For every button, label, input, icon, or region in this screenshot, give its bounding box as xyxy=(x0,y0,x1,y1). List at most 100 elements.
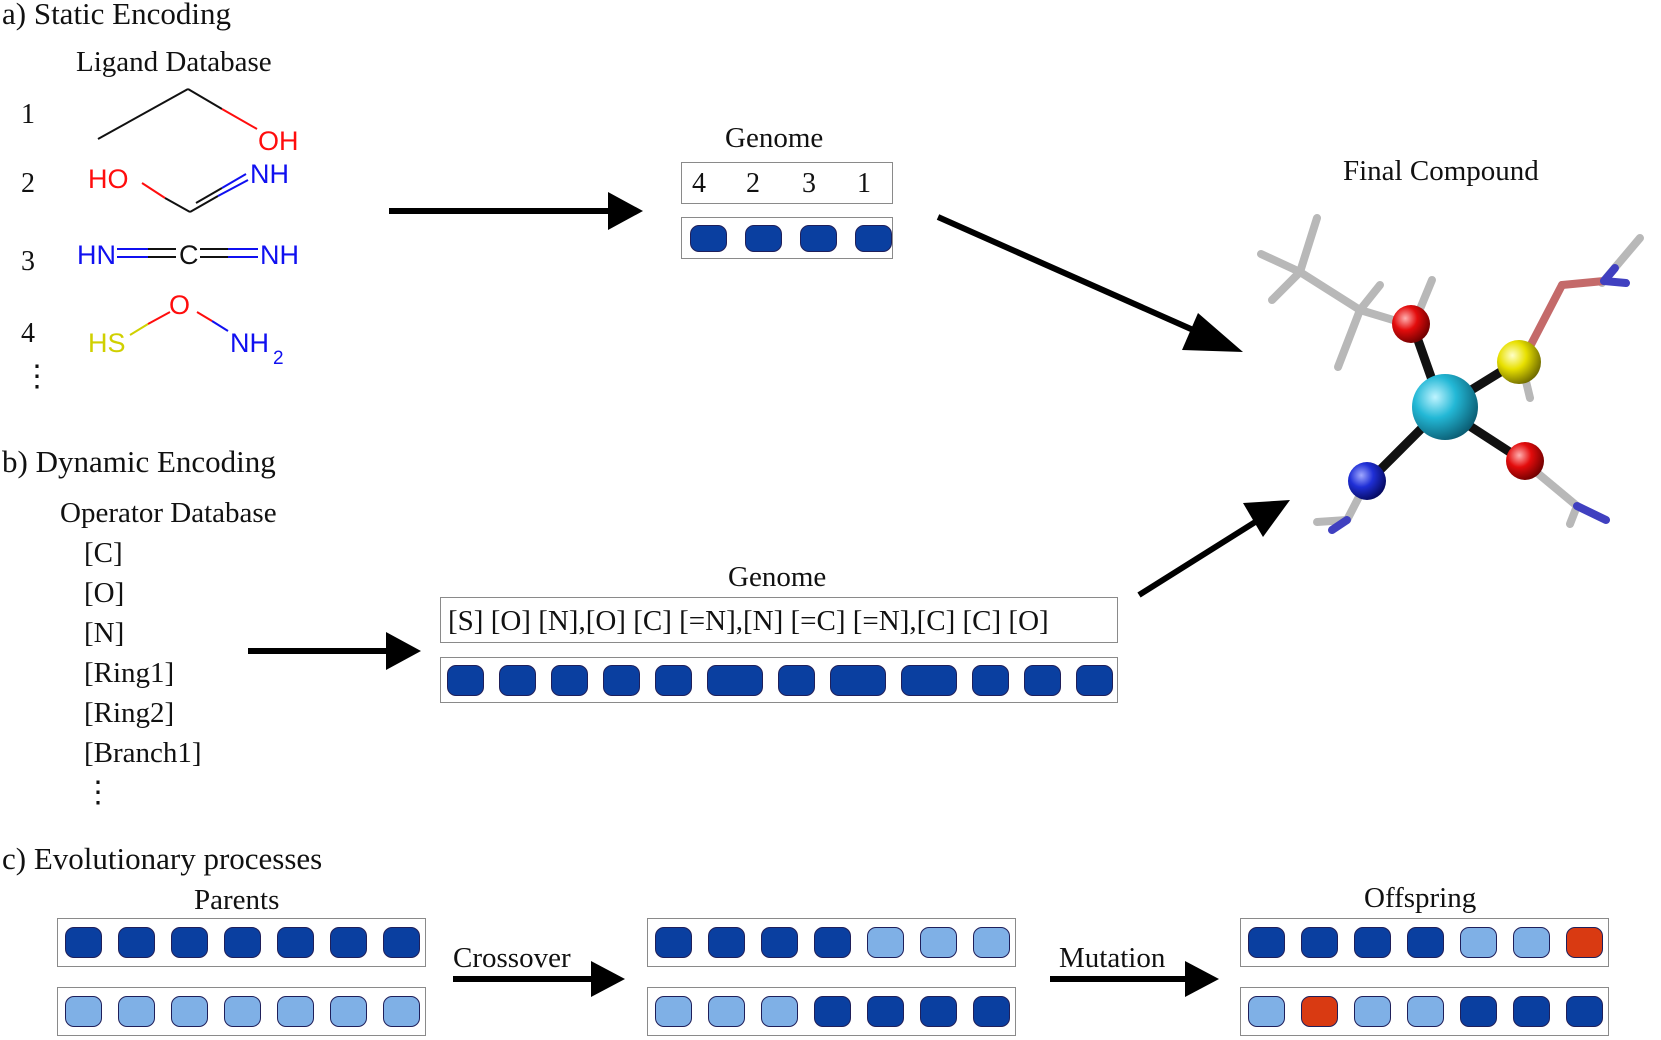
gene-cell xyxy=(277,927,314,958)
ligand-2-nh-label: NH xyxy=(250,159,289,189)
operator-database-title: Operator Database xyxy=(60,497,277,529)
offspring-2-genome xyxy=(1240,987,1609,1036)
gene-cell xyxy=(1460,996,1497,1027)
gene-cell xyxy=(778,665,815,696)
parents-title: Parents xyxy=(194,884,280,916)
mutated-gene-cell xyxy=(1566,927,1603,958)
final-compound-title: Final Compound xyxy=(1343,155,1539,187)
gene-cell xyxy=(745,225,782,252)
gene-cell xyxy=(224,927,261,958)
gene-cell xyxy=(65,996,102,1027)
ligand-4-hs-label: HS xyxy=(88,328,126,358)
genome-a-value: 1 xyxy=(857,168,871,199)
gene-cell xyxy=(708,996,745,1027)
gene-cell xyxy=(814,996,851,1027)
gene-cell xyxy=(761,996,798,1027)
gene-cell xyxy=(973,996,1010,1027)
gene-cell xyxy=(1301,927,1338,958)
gene-cell xyxy=(707,665,763,696)
gene-cell xyxy=(118,927,155,958)
crossover-child-2-genome xyxy=(647,987,1016,1036)
genome-a-value-box: 4 2 3 1 xyxy=(681,162,893,204)
gene-cell xyxy=(655,996,692,1027)
gene-cell xyxy=(1407,996,1444,1027)
ligand-index-2: 2 xyxy=(21,168,35,199)
genome-b-cell-row xyxy=(440,657,1118,703)
genome-a-value: 3 xyxy=(802,168,816,199)
gene-cell xyxy=(867,927,904,958)
mutated-gene-cell xyxy=(1301,996,1338,1027)
genome-a-cell-row xyxy=(681,217,893,259)
gene-cell xyxy=(1248,927,1285,958)
gene-cell xyxy=(690,225,727,252)
ligand-2-ho-label: HO xyxy=(88,164,129,194)
ligand-4-subscript: 2 xyxy=(273,348,284,369)
gene-cell xyxy=(171,996,208,1027)
gene-cell xyxy=(330,996,367,1027)
operator-item: [Ring1] xyxy=(84,657,175,689)
ligand-1-oh-label: OH xyxy=(258,126,299,156)
gene-cell xyxy=(855,225,892,252)
gene-cell xyxy=(830,665,886,696)
crossover-label: Crossover xyxy=(453,942,571,974)
gene-cell xyxy=(65,927,102,958)
gene-cell xyxy=(330,927,367,958)
gene-cell xyxy=(814,927,851,958)
ligand-3-hn-label: HN xyxy=(77,240,116,270)
gene-cell xyxy=(1460,927,1497,958)
gene-cell xyxy=(224,996,261,1027)
final-compound-molecule xyxy=(1257,214,1644,534)
genome-b-string: [S] [O] [N],[O] [C] [=N],[N] [=C] [=N],[… xyxy=(448,605,1049,637)
parent-2-genome xyxy=(57,987,426,1036)
mutation-arrow xyxy=(1050,961,1219,997)
operator-item: [Ring2] xyxy=(84,697,175,729)
ligand-index-4: 4 xyxy=(21,318,35,349)
ligand-4-nh-label: NH xyxy=(230,328,269,358)
gene-cell xyxy=(1513,996,1550,1027)
genome-a-value: 2 xyxy=(746,168,760,199)
genome-a-title: Genome xyxy=(725,122,824,154)
ligand-index-3: 3 xyxy=(21,246,35,277)
crossover-child-1-genome xyxy=(647,918,1016,967)
operator-item: [Branch1] xyxy=(84,737,202,769)
ligand-database-title: Ligand Database xyxy=(76,46,272,78)
operator-item: [O] xyxy=(84,577,125,609)
operator-item: [C] xyxy=(84,537,123,569)
gene-cell xyxy=(499,665,536,696)
gene-cell xyxy=(383,927,420,958)
ligand-3-c-label: C xyxy=(179,240,199,270)
gene-cell xyxy=(1024,665,1061,696)
gene-cell xyxy=(1513,927,1550,958)
gene-cell xyxy=(1248,996,1285,1027)
gene-cell xyxy=(920,927,957,958)
gene-cell xyxy=(972,665,1009,696)
arrow-genome-b-to-compound xyxy=(1137,500,1290,598)
gene-cell xyxy=(1407,927,1444,958)
offspring-1-genome xyxy=(1240,918,1609,967)
gene-cell xyxy=(277,996,314,1027)
ligand-1-structure: OH xyxy=(97,88,299,156)
ligand-2-structure: HO NH xyxy=(88,159,289,213)
gene-cell xyxy=(800,225,837,252)
ligand-index-1: 1 xyxy=(21,99,35,130)
gene-cell xyxy=(901,665,957,696)
arrow-genome-a-to-compound xyxy=(936,214,1243,352)
gene-cell xyxy=(551,665,588,696)
genome-b-title: Genome xyxy=(728,561,827,593)
gene-cell xyxy=(383,996,420,1027)
arrow-operators-to-genome xyxy=(248,632,421,670)
gene-cell xyxy=(171,927,208,958)
arrow-ligands-to-genome xyxy=(389,192,643,230)
gene-cell xyxy=(1354,996,1391,1027)
mutation-label: Mutation xyxy=(1059,942,1166,974)
gene-cell xyxy=(1354,927,1391,958)
gene-cell xyxy=(447,665,484,696)
gene-cell xyxy=(1566,996,1603,1027)
gene-cell xyxy=(708,927,745,958)
panel-b-title: b) Dynamic Encoding xyxy=(2,444,276,479)
panel-a-title: a) Static Encoding xyxy=(2,0,231,31)
operator-item: [N] xyxy=(84,617,125,649)
crossover-arrow xyxy=(453,961,625,997)
